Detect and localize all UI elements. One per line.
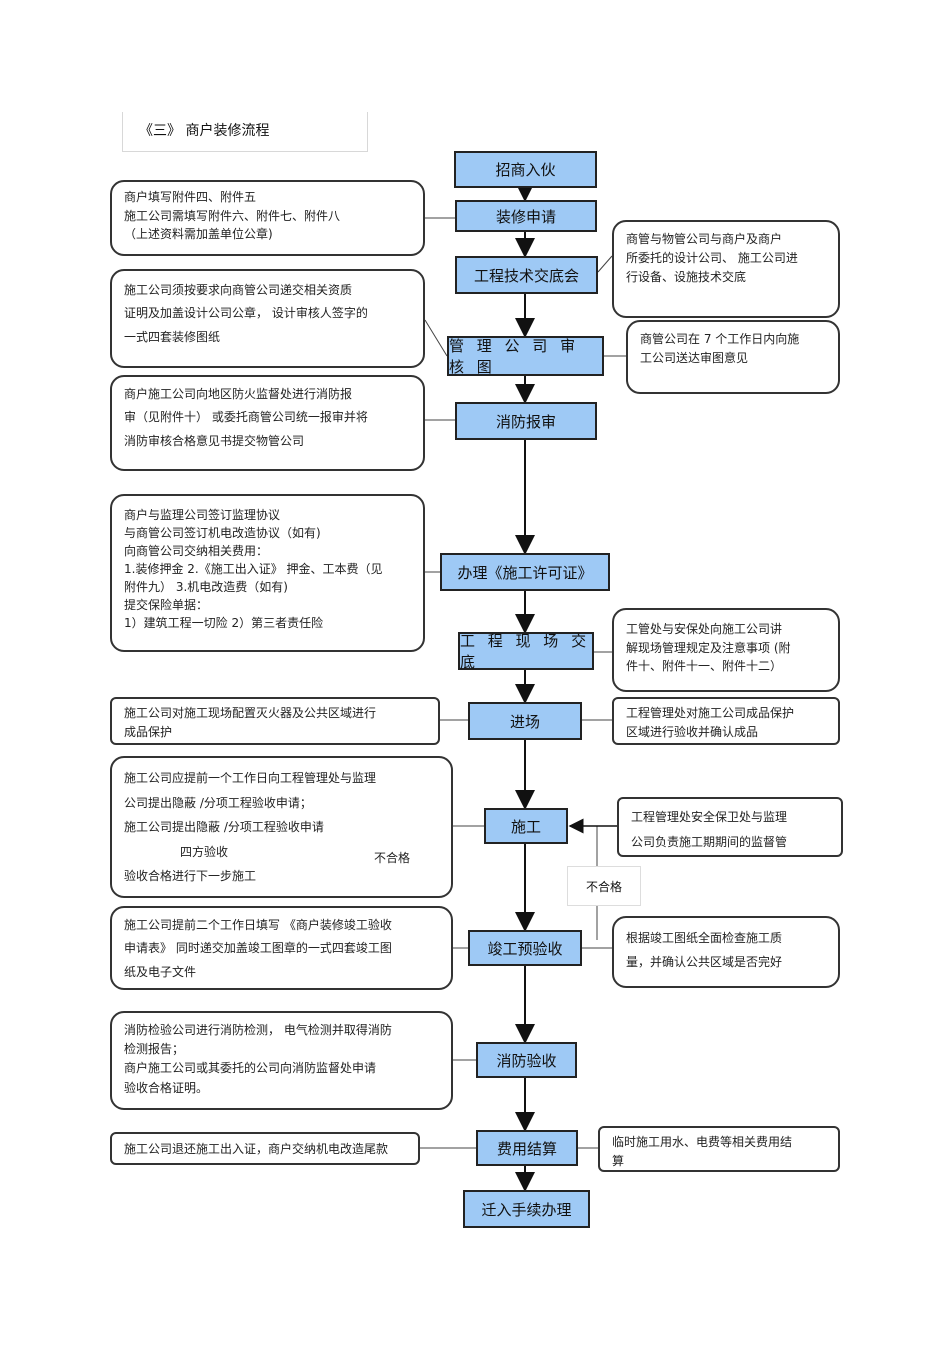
note-site-right: 工管处与安保处向施工公司讲 解现场管理规定及注意事项 (附 件十、附件十一、附件… — [612, 608, 840, 692]
step-fire-report: 消防报审 — [455, 402, 597, 440]
step-construction: 施工 — [484, 808, 568, 844]
step-settlement: 费用结算 — [476, 1130, 578, 1166]
step-entry: 进场 — [468, 702, 582, 740]
note-review: 施工公司须按要求向商管公司递交相关资质 证明及加盖设计公司公章， 设计审核人签字… — [110, 269, 425, 368]
step-fire-acceptance: 消防验收 — [476, 1042, 577, 1078]
step-tech-meeting: 工程技术交底会 — [455, 256, 598, 294]
note-pre-acceptance-right: 根据竣工图纸全面检查施工质 量，并确认公共区域是否完好 — [612, 916, 840, 988]
step-pre-acceptance: 竣工预验收 — [468, 930, 582, 966]
note-fire-acceptance: 消防检验公司进行消防检测， 电气检测并取得消防 检测报告； 商户施工公司或其委托… — [110, 1011, 453, 1110]
title-box: 《三》 商户装修流程 — [122, 112, 368, 152]
note-pre-acceptance: 施工公司提前二个工作日填写 《商户装修竣工验收 申请表》 同时递交加盖竣工图章的… — [110, 906, 453, 990]
note-settlement-right: 临时施工用水、电费等相关费用结 算 — [598, 1126, 840, 1172]
note-entry: 施工公司对施工现场配置灭火器及公共区域进行 成品保护 — [110, 697, 440, 745]
step-apply: 装修申请 — [455, 200, 597, 232]
note-entry-right: 工程管理处对施工公司成品保护 区域进行验收并确认成品 — [612, 697, 840, 745]
note-apply: 商户填写附件四、附件五 施工公司需填写附件六、附件七、附件八 （上述资料需加盖单… — [110, 180, 425, 256]
inner-fail-label: 不合格 — [374, 851, 411, 865]
step-review: 管 理 公 司 审 核 图 — [447, 336, 604, 376]
step-move-in: 招商入伙 — [454, 151, 597, 188]
note-construction: 施工公司应提前一个工作日向工程管理处与监理 公司提出隐蔽 /分项工程验收申请； … — [110, 756, 453, 898]
page-title: 《三》 商户装修流程 — [139, 123, 270, 139]
step-move-procedure: 迁入手续办理 — [463, 1190, 590, 1228]
step-permit: 办理《施工许可证》 — [440, 553, 610, 591]
step-site-handover: 工 程 现 场 交 底 — [458, 632, 594, 671]
note-tech-right: 商管与物管公司与商户及商户 所委托的设计公司、 施工公司进 行设备、设施技术交底 — [612, 220, 840, 318]
note-permit: 商户与监理公司签订监理协议 与商管公司签订机电改造协议（如有) 向商管公司交纳相… — [110, 494, 425, 652]
note-settlement: 施工公司退还施工出入证，商户交纳机电改造尾款 — [110, 1132, 420, 1165]
fail-label: 不合格 — [567, 866, 641, 906]
note-review-right: 商管公司在 7 个工作日内向施 工公司送达审图意见 — [626, 320, 840, 394]
note-construction-right: 工程管理处安全保卫处与监理 公司负责施工期期间的监督管 — [617, 797, 843, 857]
note-fire: 商户施工公司向地区防火监督处进行消防报 审（见附件十） 或委托商管公司统一报审并… — [110, 375, 425, 471]
